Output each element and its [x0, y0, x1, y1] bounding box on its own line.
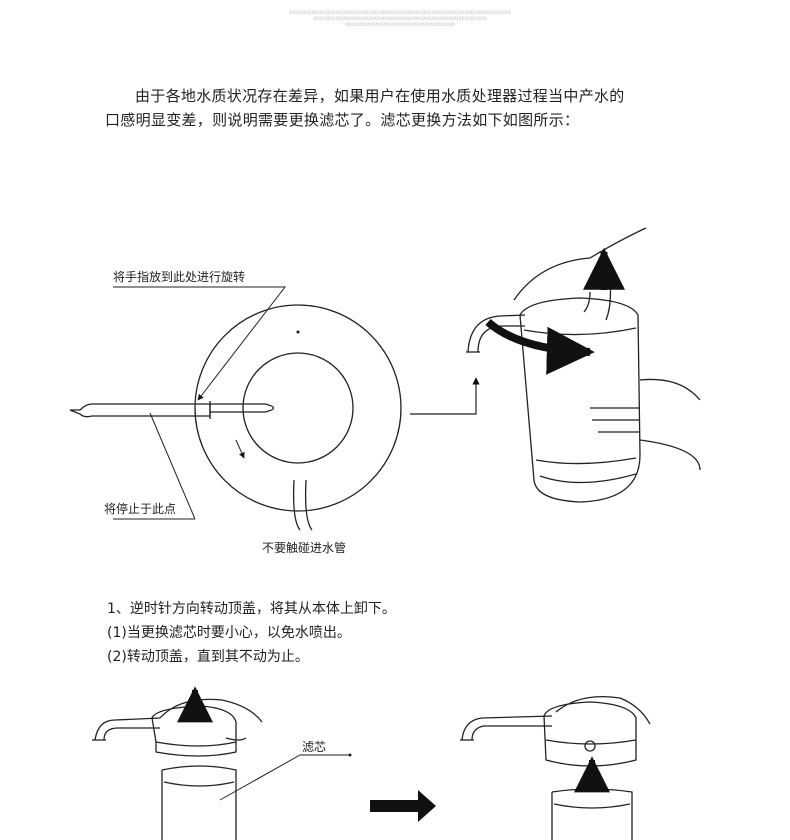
- header-fine-print-1: XXXXXXXXXXXXXXXXXXXXXXXXXXXXXXXXXXXXXXXX…: [289, 10, 511, 15]
- rotate-arrow: [485, 318, 595, 375]
- connector-arrow: [410, 377, 480, 415]
- filter-leader: [219, 754, 350, 801]
- open-hand: [555, 695, 651, 725]
- header-fine-print-3: XXXXXXXXXXXXXXXXXXXXXXXXXXXXXXXXXXXXXXXX: [345, 22, 455, 27]
- label-filter: 滤芯: [302, 740, 327, 754]
- faucet-spout: [69, 403, 211, 418]
- step-1-instruction: 1、逆时针方向转动顶盖，将其从本体上卸下。: [107, 601, 396, 617]
- lower-cartridge: [551, 788, 633, 840]
- side-spout: [467, 314, 526, 353]
- open-cap: [543, 701, 637, 767]
- step-1-note-1: (1)当更换滤芯时要小心，以免水喷出。: [107, 625, 351, 641]
- label-no-touch-inlet: 不要触碰进水管: [262, 541, 347, 555]
- cap-removal-diagram: [92, 698, 263, 840]
- label-stop-point: 将停止于此点: [104, 502, 177, 516]
- cartridge-removal-diagram: [460, 695, 651, 840]
- spout-tip: [210, 403, 275, 413]
- outer-cap-ring: [194, 304, 402, 512]
- side-view-diagram: [466, 227, 701, 503]
- lower-hand: [590, 378, 701, 471]
- inner-cap-ring: [242, 352, 354, 464]
- header-fine-print-2: XXXXXXXXXXXXXXXXXXXXXXXXXXXXXXXXXXXXXXXX…: [313, 16, 487, 21]
- filter-cartridge: [161, 765, 237, 840]
- unit-body: [519, 297, 641, 503]
- label-rotate-here: 将手指放到此处进行旋转: [113, 270, 246, 284]
- top-view-diagram: [69, 304, 402, 531]
- intro-line-2: 口感明显变差，则说明需要更换滤芯了。滤芯更换方法如下如图所示：: [105, 111, 580, 129]
- intro-line-1: 由于各地水质状况存在差异，如果用户在使用水质处理器过程当中产水的: [135, 87, 625, 105]
- inlet-pipe: [292, 479, 313, 531]
- leader-lines: [113, 286, 287, 520]
- step-1-note-2: (2)转动顶盖，直到其不动为止。: [107, 649, 309, 665]
- cap-hand: [159, 698, 263, 741]
